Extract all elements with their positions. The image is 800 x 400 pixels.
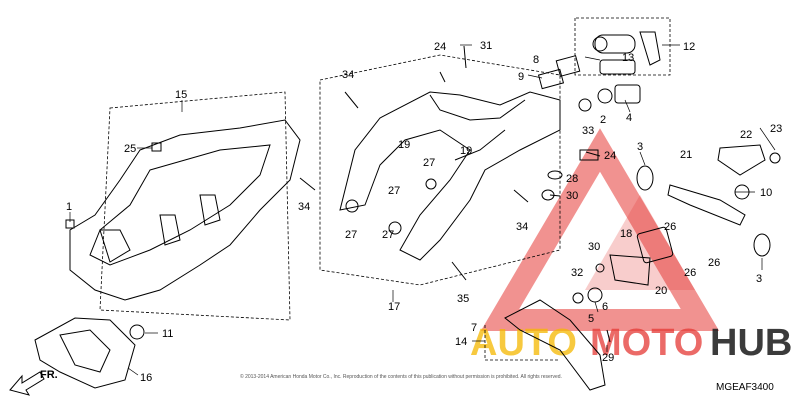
callout-17: 17 (388, 301, 400, 313)
bolt-34a (344, 91, 359, 109)
bolt-34b (299, 177, 316, 191)
callout-4: 4 (626, 112, 632, 124)
callout-14: 14 (455, 336, 467, 348)
callout-15: 15 (175, 89, 187, 101)
callout-10: 10 (760, 187, 772, 199)
callout-1: 1 (66, 201, 72, 213)
callout-26-mid: 26 (708, 257, 720, 269)
collar-6 (587, 287, 603, 303)
lock-plate-9 (537, 68, 565, 90)
callout-28: 28 (566, 173, 578, 185)
callout-24-top: 24 (434, 41, 446, 53)
stay-22 (717, 144, 766, 176)
callout-8: 8 (533, 54, 539, 66)
copyright-text: © 2013-2014 American Honda Motor Co., In… (240, 373, 562, 380)
callout-22: 22 (740, 129, 752, 141)
diagram-code: MGEAF3400 (716, 382, 774, 393)
group-outline-17 (319, 54, 561, 286)
bolt-30a (549, 194, 561, 197)
watermark-logo: AUTO MOTO HUB (470, 128, 792, 364)
callout-33: 33 (582, 125, 594, 137)
callout-20: 20 (655, 285, 667, 297)
rear-frame-part (339, 91, 561, 261)
callout-27-lower: 27 (382, 229, 394, 241)
callout-26-bottom: 26 (684, 267, 696, 279)
callout-23: 23 (770, 123, 782, 135)
callout-26-left: 26 (664, 221, 676, 233)
group-outline-14 (484, 325, 560, 361)
callout-30-mid: 30 (588, 241, 600, 253)
grommet-3b (753, 233, 771, 257)
leader-lines (69, 44, 776, 376)
bolt-31 (463, 45, 467, 69)
callout-19-right: 19 (460, 145, 472, 157)
lock-bracket-8 (555, 55, 581, 77)
callout-3-bottom: 3 (756, 273, 762, 285)
callout-27-bottom: 27 (345, 229, 357, 241)
watermark-text-moto: MOTO (590, 322, 703, 364)
callout-7: 7 (471, 322, 477, 334)
group-outline-15 (99, 91, 291, 321)
callout-2: 2 (600, 114, 606, 126)
callout-34-top: 34 (342, 69, 354, 81)
license-stay-part (504, 299, 606, 391)
callout-21: 21 (680, 149, 692, 161)
bolt-32 (595, 263, 605, 273)
callout-5: 5 (588, 313, 594, 325)
callout-labels: 15 25 1 11 16 34 34 34 24 31 19 19 27 27… (66, 40, 782, 384)
callout-12: 12 (683, 41, 695, 53)
grommet-3a (636, 165, 654, 191)
callout-11: 11 (162, 328, 173, 340)
callout-25: 25 (124, 143, 136, 155)
bolt-24b (585, 151, 601, 157)
bracket-21 (667, 184, 746, 226)
watermark-text-hub: HUB (710, 322, 792, 364)
callout-35: 35 (457, 293, 469, 305)
callout-32: 32 (571, 267, 583, 279)
callout-3-top: 3 (637, 141, 643, 153)
callout-6: 6 (602, 301, 608, 313)
bolt-35 (451, 261, 467, 281)
callout-9: 9 (518, 71, 524, 83)
fr-label: FR. (40, 369, 58, 381)
callout-29: 29 (602, 352, 614, 364)
group-outline-12 (574, 17, 671, 76)
screw-29 (606, 329, 611, 343)
nut-25 (151, 142, 162, 152)
callout-34-right: 34 (516, 221, 528, 233)
bolt-23 (769, 152, 781, 164)
callout-31: 31 (480, 40, 492, 52)
callout-34-left: 34 (298, 201, 310, 213)
nut-5 (572, 292, 584, 304)
bolt-24a (439, 71, 446, 83)
cushion-11 (129, 324, 145, 340)
callout-19-left: 19 (398, 139, 410, 151)
splash-guard-part (34, 317, 136, 389)
callout-16: 16 (140, 372, 152, 384)
callout-30-right: 30 (566, 190, 578, 202)
callout-27-left: 27 (388, 185, 400, 197)
callout-18: 18 (620, 228, 632, 240)
callout-27-mid: 27 (423, 157, 435, 169)
callout-13: 13 (622, 52, 634, 64)
rear-fender-part (69, 119, 301, 301)
watermark-text-auto: AUTO (470, 322, 577, 364)
callout-24-right: 24 (604, 150, 616, 162)
seat-lock-part (592, 31, 661, 104)
reflector-unit (609, 226, 674, 286)
front-direction-arrow: FR. (9, 369, 58, 396)
bolt-34c (513, 189, 529, 203)
